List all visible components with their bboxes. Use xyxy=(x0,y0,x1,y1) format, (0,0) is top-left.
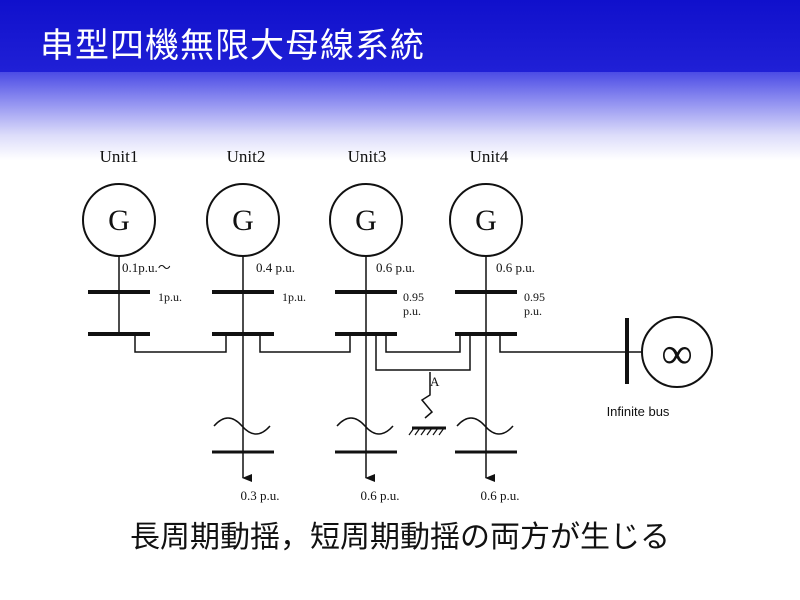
fault-label: A xyxy=(430,374,440,389)
generator-3-symbol: G xyxy=(355,204,377,237)
generator-2-symbol: G xyxy=(232,204,254,237)
unit1-label: Unit1 xyxy=(100,147,139,166)
title-bar xyxy=(0,0,800,72)
infinity-symbol: ∞ xyxy=(661,329,692,378)
load-unit3: 0.6 p.u. xyxy=(361,488,400,503)
infinite-bus-label: Infinite bus xyxy=(607,404,670,419)
unit4-output: 0.6 p.u. xyxy=(496,260,535,275)
unit2-output: 0.4 p.u. xyxy=(256,260,295,275)
infinite-bus-circle xyxy=(641,316,713,388)
unit4-transformer-line2: p.u. xyxy=(524,304,542,318)
unit2-transformer: 1p.u. xyxy=(282,290,306,304)
load-unit2: 0.3 p.u. xyxy=(241,488,280,503)
fault-lightning xyxy=(420,372,434,419)
unit2-label: Unit2 xyxy=(227,147,266,166)
generator-1-symbol: G xyxy=(108,204,130,237)
unit3-transformer-line1: 0.95 xyxy=(403,290,424,304)
unit3-transformer-line2: p.u. xyxy=(403,304,421,318)
unit1-transformer: 1p.u. xyxy=(158,290,182,304)
unit4-label: Unit4 xyxy=(470,147,509,166)
unit4-transformer-line1: 0.95 xyxy=(524,290,545,304)
unit3-output: 0.6 p.u. xyxy=(376,260,415,275)
load-unit4: 0.6 p.u. xyxy=(481,488,520,503)
slide-caption: 長周期動揺，短周期動揺の両方が生じる xyxy=(130,520,670,555)
unit1-output: 0.1p.u.〜 xyxy=(122,260,171,275)
unit3-label: Unit3 xyxy=(348,147,387,166)
generator-4-symbol: G xyxy=(475,204,497,237)
slide-title: 串型四機無限大母線系統 xyxy=(40,26,425,66)
